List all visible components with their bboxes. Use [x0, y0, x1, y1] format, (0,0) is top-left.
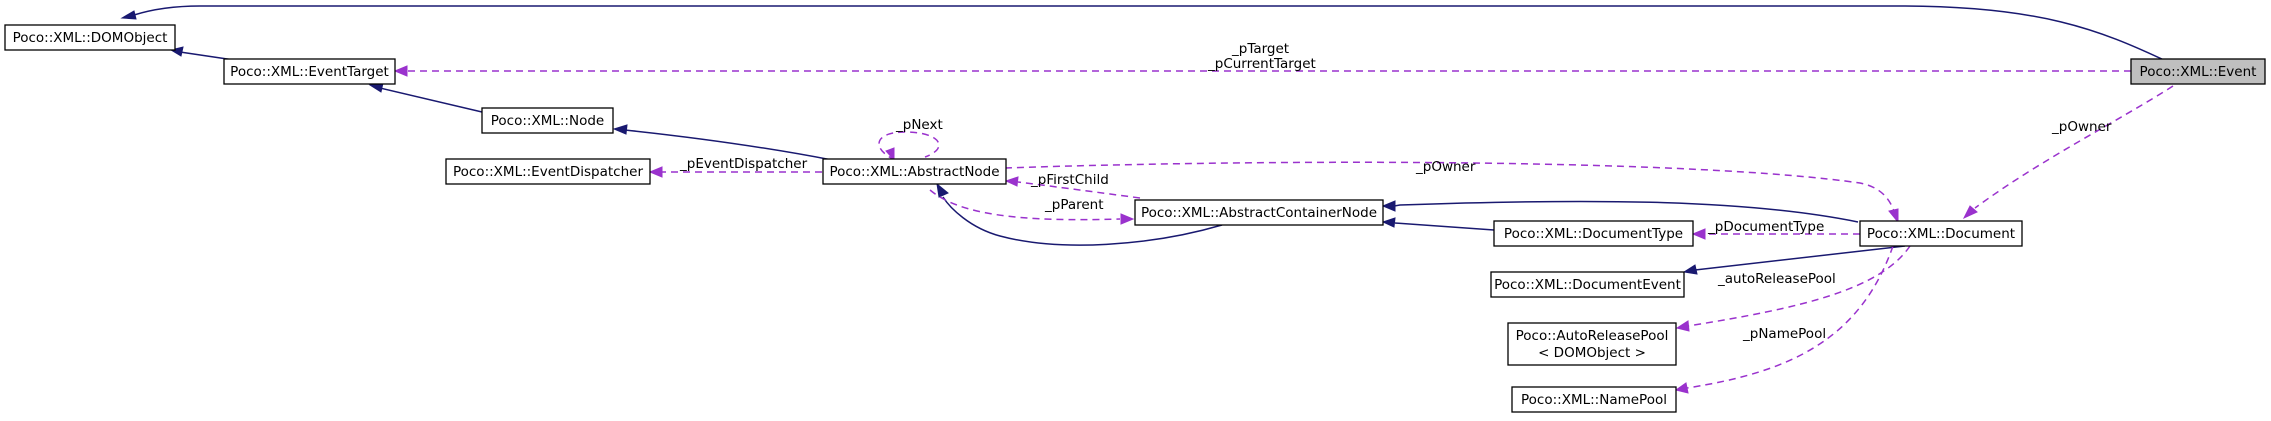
label-auto-release-pool: _autoReleasePool	[1717, 271, 1836, 287]
node-domobject[interactable]: Poco::XML::DOMObject	[4, 24, 176, 51]
svg-text:Poco::XML::EventTarget: Poco::XML::EventTarget	[230, 64, 389, 80]
node-documenttype[interactable]: Poco::XML::DocumentType	[1493, 220, 1694, 247]
edge-containernode-to-abstractnode-firstchild	[1017, 181, 1141, 199]
svg-text:Poco::XML::NamePool: Poco::XML::NamePool	[1521, 392, 1667, 408]
label-p-owner-abstract: _pOwner	[1415, 159, 1476, 175]
arrowhead-documentevent-from-document	[1682, 264, 1698, 275]
arrowhead-document-from-event	[1962, 205, 1978, 220]
svg-text:< DOMObject >: < DOMObject >	[1538, 345, 1646, 361]
edge-abstractnode-to-containernode-parent	[929, 189, 1121, 221]
arrowhead-containernode-from-document	[1381, 200, 1396, 212]
edge-event-to-domobject	[133, 5, 2167, 62]
arrowhead-abstractnode-self	[885, 147, 895, 162]
edge-containernode-to-abstractnode	[942, 196, 1223, 246]
label-p-document-type: _pDocumentType	[1707, 219, 1824, 235]
label-p-first-child: _pFirstChild	[1030, 172, 1109, 188]
node-node[interactable]: Poco::XML::Node	[481, 107, 614, 134]
svg-text:Poco::XML::DOMObject: Poco::XML::DOMObject	[13, 30, 168, 46]
svg-text:Poco::XML::DocumentEvent: Poco::XML::DocumentEvent	[1494, 277, 1681, 293]
label-p-parent: _pParent	[1044, 197, 1104, 213]
edge-document-to-documentevent	[1694, 245, 1906, 271]
arrowhead-namepool-from-document	[1674, 382, 1689, 394]
svg-text:Poco::XML::Node: Poco::XML::Node	[491, 113, 604, 129]
arrowhead-node-from-abstractnode	[612, 124, 628, 135]
label-p-current-target: _pCurrentTarget	[1207, 56, 1316, 72]
edge-abstractnode-to-document	[1004, 161, 1896, 215]
node-abstractcontainernode[interactable]: Poco::XML::AbstractContainerNode	[1134, 199, 1384, 226]
arrowhead-autoreleasepool-from-document	[1675, 320, 1690, 332]
node-abstractnode[interactable]: Poco::XML::AbstractNode	[822, 158, 1007, 185]
arrowhead-document-from-abstractnode	[1888, 208, 1899, 224]
arrowhead-containernode-from-documenttype	[1381, 217, 1396, 228]
node-namepool[interactable]: Poco::XML::NamePool	[1511, 386, 1677, 413]
svg-text:Poco::XML::EventDispatcher: Poco::XML::EventDispatcher	[453, 164, 643, 180]
node-event[interactable]: Poco::XML::Event	[2130, 58, 2266, 85]
edge-abstractnode-self	[878, 131, 940, 161]
arrowhead-eventtarget-from-event	[393, 65, 408, 77]
arrowhead-eventdispatcher-from-abstractnode	[648, 166, 663, 178]
arrowhead-containernode-from-abstractnode	[1120, 213, 1135, 225]
svg-text:Poco::XML::Document: Poco::XML::Document	[1867, 226, 2015, 242]
svg-text:Poco::XML::AbstractNode: Poco::XML::AbstractNode	[829, 164, 999, 180]
svg-text:Poco::XML::DocumentType: Poco::XML::DocumentType	[1504, 226, 1683, 242]
inheritance-edges	[120, 5, 2167, 275]
node-eventtarget[interactable]: Poco::XML::EventTarget	[223, 58, 396, 85]
edge-document-to-containernode	[1393, 200, 1859, 223]
label-p-next: _pNext	[895, 117, 943, 133]
svg-text:Poco::XML::Event: Poco::XML::Event	[2140, 64, 2257, 80]
label-p-name-pool: _pNamePool	[1742, 326, 1826, 342]
label-p-target: _pTarget	[1231, 41, 1289, 57]
edge-node-to-eventtarget	[379, 87, 483, 113]
arrowhead-abstractnode-from-containernode	[1004, 176, 1019, 187]
edge-documenttype-to-containernode	[1394, 222, 1495, 231]
label-p-event-dispatcher: _pEventDispatcher	[679, 156, 808, 172]
node-document[interactable]: Poco::XML::Document	[1859, 220, 2023, 247]
label-p-owner-event: _pOwner	[2051, 119, 2112, 135]
edge-abstractnode-to-node	[624, 129, 833, 161]
arrowhead-documenttype-from-document	[1691, 228, 1706, 240]
arrowhead-domobject-from-event	[120, 10, 137, 20]
svg-text:Poco::XML::AbstractContainerNo: Poco::XML::AbstractContainerNode	[1141, 205, 1377, 221]
edge-document-to-autoreleasepool	[1687, 245, 1911, 327]
association-edges	[393, 65, 2174, 394]
node-autoreleasepool[interactable]: Poco::AutoReleasePool < DOMObject >	[1507, 322, 1677, 366]
edge-event-to-document	[1974, 85, 2174, 209]
node-documentevent[interactable]: Poco::XML::DocumentEvent	[1490, 271, 1685, 298]
svg-text:Poco::AutoReleasePool: Poco::AutoReleasePool	[1516, 328, 1669, 344]
edge-labels: _pTarget _pCurrentTarget _pNext _pEventD…	[679, 41, 2112, 342]
arrowhead-abstractnode-from-containernode	[936, 182, 949, 198]
node-eventdispatcher[interactable]: Poco::XML::EventDispatcher	[445, 158, 651, 185]
